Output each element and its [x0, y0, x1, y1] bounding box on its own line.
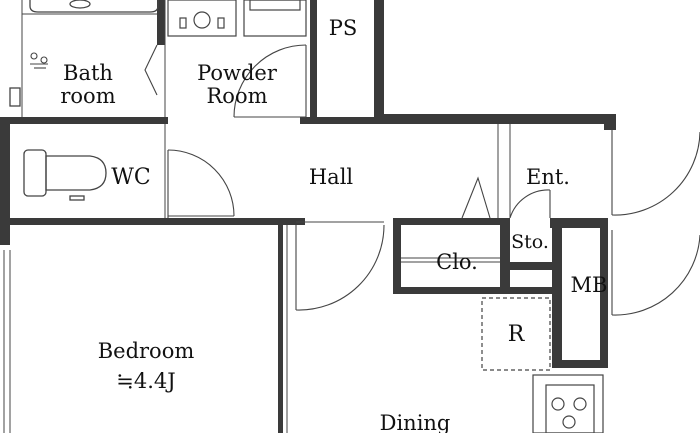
- refrigerator-label: R: [508, 322, 526, 347]
- bedroom-size-label: ≒4.4J: [116, 369, 175, 393]
- bedroom-door: [295, 221, 385, 311]
- closet-label: Clo.: [436, 250, 478, 274]
- entrance-label: Ent.: [526, 165, 570, 189]
- powder-sink: [167, 0, 307, 37]
- closet-rail: [401, 257, 500, 263]
- toilet: [23, 149, 107, 201]
- hall-step-marker: [461, 176, 491, 219]
- walls: [0, 0, 616, 433]
- storage-label: Sto.: [511, 231, 549, 253]
- wc-label: WC: [111, 165, 150, 190]
- dining-label: Dining: [380, 411, 451, 433]
- ps-label: PS: [329, 16, 358, 40]
- powder-label-line1: Powder: [197, 61, 278, 85]
- bath-label-line2: room: [60, 84, 115, 108]
- powder-label-line2: Room: [206, 84, 267, 108]
- kitchen-stove: [532, 374, 604, 433]
- bath-label-line1: Bath: [63, 61, 113, 85]
- bath-door-swing: [144, 44, 158, 96]
- bathtub: [9, 0, 159, 107]
- thin-lines: [3, 0, 511, 433]
- meter-box-label: MB: [571, 273, 608, 297]
- bedroom-label: Bedroom: [98, 339, 195, 363]
- powder-door: [233, 44, 307, 118]
- shower-fixture: [30, 52, 48, 69]
- hall-label: Hall: [309, 165, 354, 189]
- wc-door: [167, 149, 235, 218]
- entrance-doors: [509, 130, 700, 316]
